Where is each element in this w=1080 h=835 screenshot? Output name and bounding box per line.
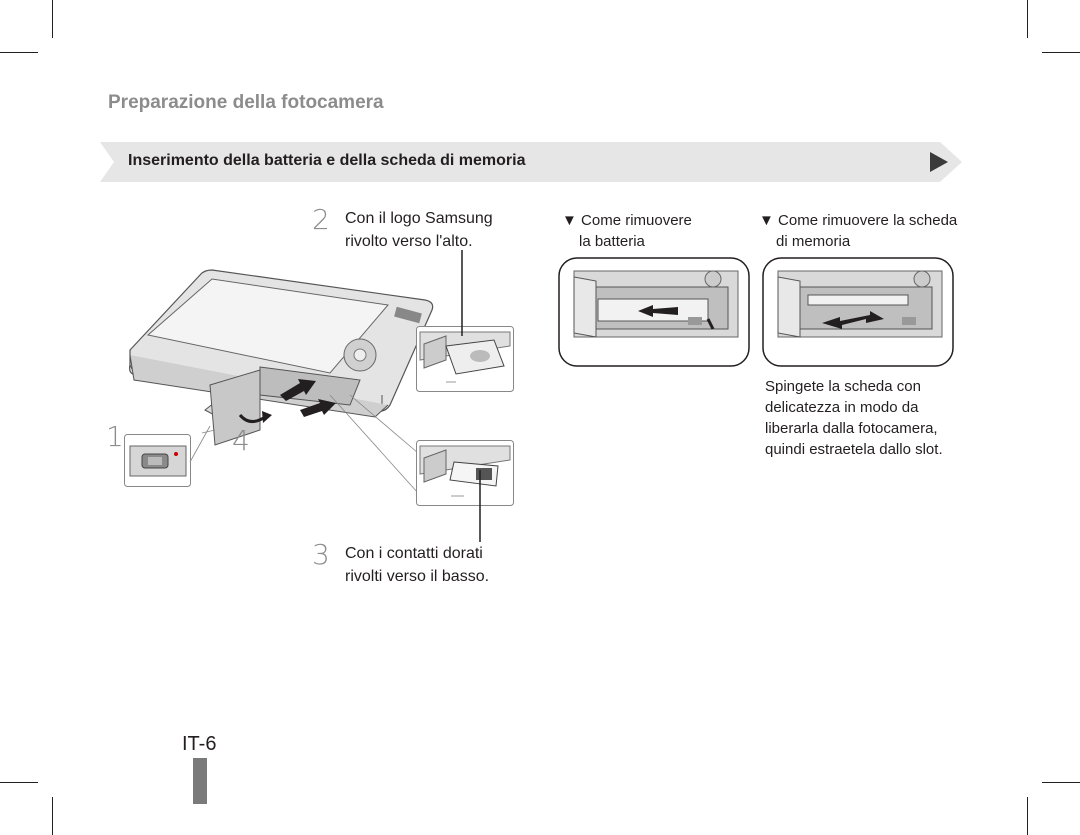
play-triangle-icon	[930, 152, 948, 172]
crop-mark-top-right-v	[1027, 0, 1028, 38]
remove-card-line1: Come rimuovere la scheda	[778, 212, 958, 229]
battery-lock-detail	[124, 434, 191, 487]
page-number: IT-6	[182, 733, 217, 755]
card-removal-note: Spingete la scheda con delicatezza in mo…	[765, 376, 975, 460]
note-line: quindi estraetela dallo slot.	[765, 441, 943, 458]
note-line: delicatezza in modo da	[765, 399, 919, 416]
step-3-line1: Con i contatti dorati	[345, 545, 483, 562]
camera-illustration	[128, 269, 434, 494]
step-number-1: 1	[106, 420, 124, 453]
step-3-line2: rivolti verso il basso.	[345, 568, 490, 585]
crop-mark-top-left-v	[52, 0, 53, 38]
remove-battery-heading: ▼ Come rimuovere	[562, 210, 692, 231]
card-removal-illustration	[762, 257, 954, 367]
step-number-2: 2	[312, 203, 330, 236]
crop-mark-top-right-h	[1042, 52, 1080, 53]
battery-insert-detail	[416, 326, 514, 392]
crop-mark-bottom-left-v	[52, 797, 53, 835]
page-tab-marker	[193, 758, 207, 804]
section-title: Preparazione della fotocamera	[108, 92, 384, 113]
step-2-line2: rivolto verso l'alto.	[345, 233, 473, 250]
banner-title: Inserimento della batteria e della sched…	[128, 152, 526, 169]
remove-card-line2: di memoria	[776, 233, 851, 250]
note-line: Spingete la scheda con	[765, 378, 921, 395]
step-2-line1: Con il logo Samsung	[345, 210, 493, 227]
crop-mark-bottom-right-h	[1042, 782, 1080, 783]
battery-removal-illustration	[558, 257, 750, 367]
remove-card-heading: ▼ Come rimuovere la scheda	[759, 210, 957, 231]
remove-battery-line2: la batteria	[579, 233, 645, 250]
down-triangle-icon: ▼	[759, 212, 774, 229]
step-1-leader	[189, 425, 211, 463]
down-triangle-icon: ▼	[562, 212, 577, 229]
step-number-3: 3	[312, 538, 330, 571]
memory-card-insert-detail	[416, 440, 514, 506]
crop-mark-bottom-right-v	[1027, 797, 1028, 835]
section-banner	[100, 142, 962, 182]
note-line: liberarla dalla fotocamera,	[765, 420, 938, 437]
step-number-4: 4	[232, 424, 250, 457]
remove-battery-line1: Come rimuovere	[581, 212, 692, 229]
crop-mark-bottom-left-h	[0, 782, 38, 783]
crop-mark-top-left-h	[0, 52, 38, 53]
callout-lines	[461, 250, 481, 542]
